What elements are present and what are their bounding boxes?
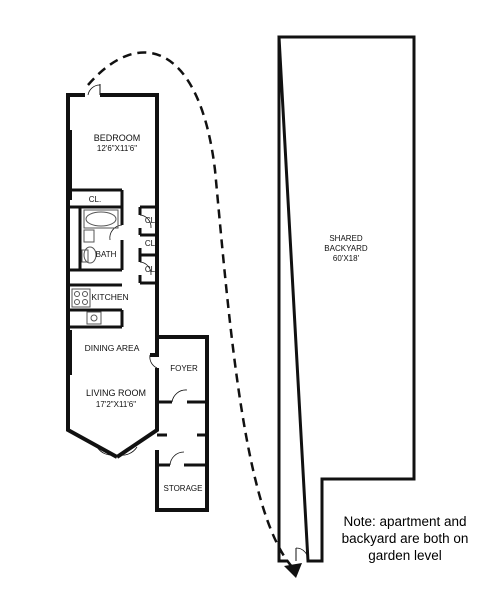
foyer-label: FOYER [170, 364, 198, 373]
stove-icon [71, 288, 91, 308]
route-dashed-arrow [87, 51, 296, 571]
living-dims: 17'2"X11'6" [96, 400, 136, 409]
dining-label: DINING AREA [85, 343, 140, 353]
closet-2-label: CL [145, 239, 156, 248]
kitchen-sink-icon [86, 311, 102, 325]
backyard-door-swing [295, 547, 309, 562]
window-bedroom [66, 130, 72, 200]
toilet-icon [83, 246, 97, 264]
fixtures [71, 209, 119, 325]
backyard-label-2: BACKYARD [324, 244, 368, 253]
backyard-dims: 60'X18' [333, 254, 360, 263]
arrow-head-icon [284, 563, 302, 578]
bathtub-icon [85, 211, 117, 227]
door-swings [96, 214, 188, 466]
bath-label: BATH [96, 250, 117, 259]
interior-walls [68, 188, 207, 467]
entry-door-swing [87, 84, 101, 96]
bedroom-label: BEDROOM [94, 133, 141, 143]
backyard-label-1: SHARED [329, 234, 363, 243]
garden-level-note: Note: apartment and backyard are both on… [341, 514, 469, 563]
window-living-left [66, 330, 72, 375]
backyard-outline-left [277, 37, 288, 563]
sink-icon [83, 229, 95, 243]
closet-1-label: CL [145, 216, 156, 225]
bedroom-dims: 12'6"X11'6" [97, 144, 137, 153]
closet-main-label: CL. [89, 195, 101, 204]
kitchen-label: KITCHEN [91, 292, 128, 302]
apartment-walls [66, 93, 209, 512]
closet-3-label: CL [145, 265, 156, 274]
living-label: LIVING ROOM [86, 388, 146, 398]
backyard-outline [277, 35, 416, 563]
storage-label: STORAGE [164, 484, 203, 493]
